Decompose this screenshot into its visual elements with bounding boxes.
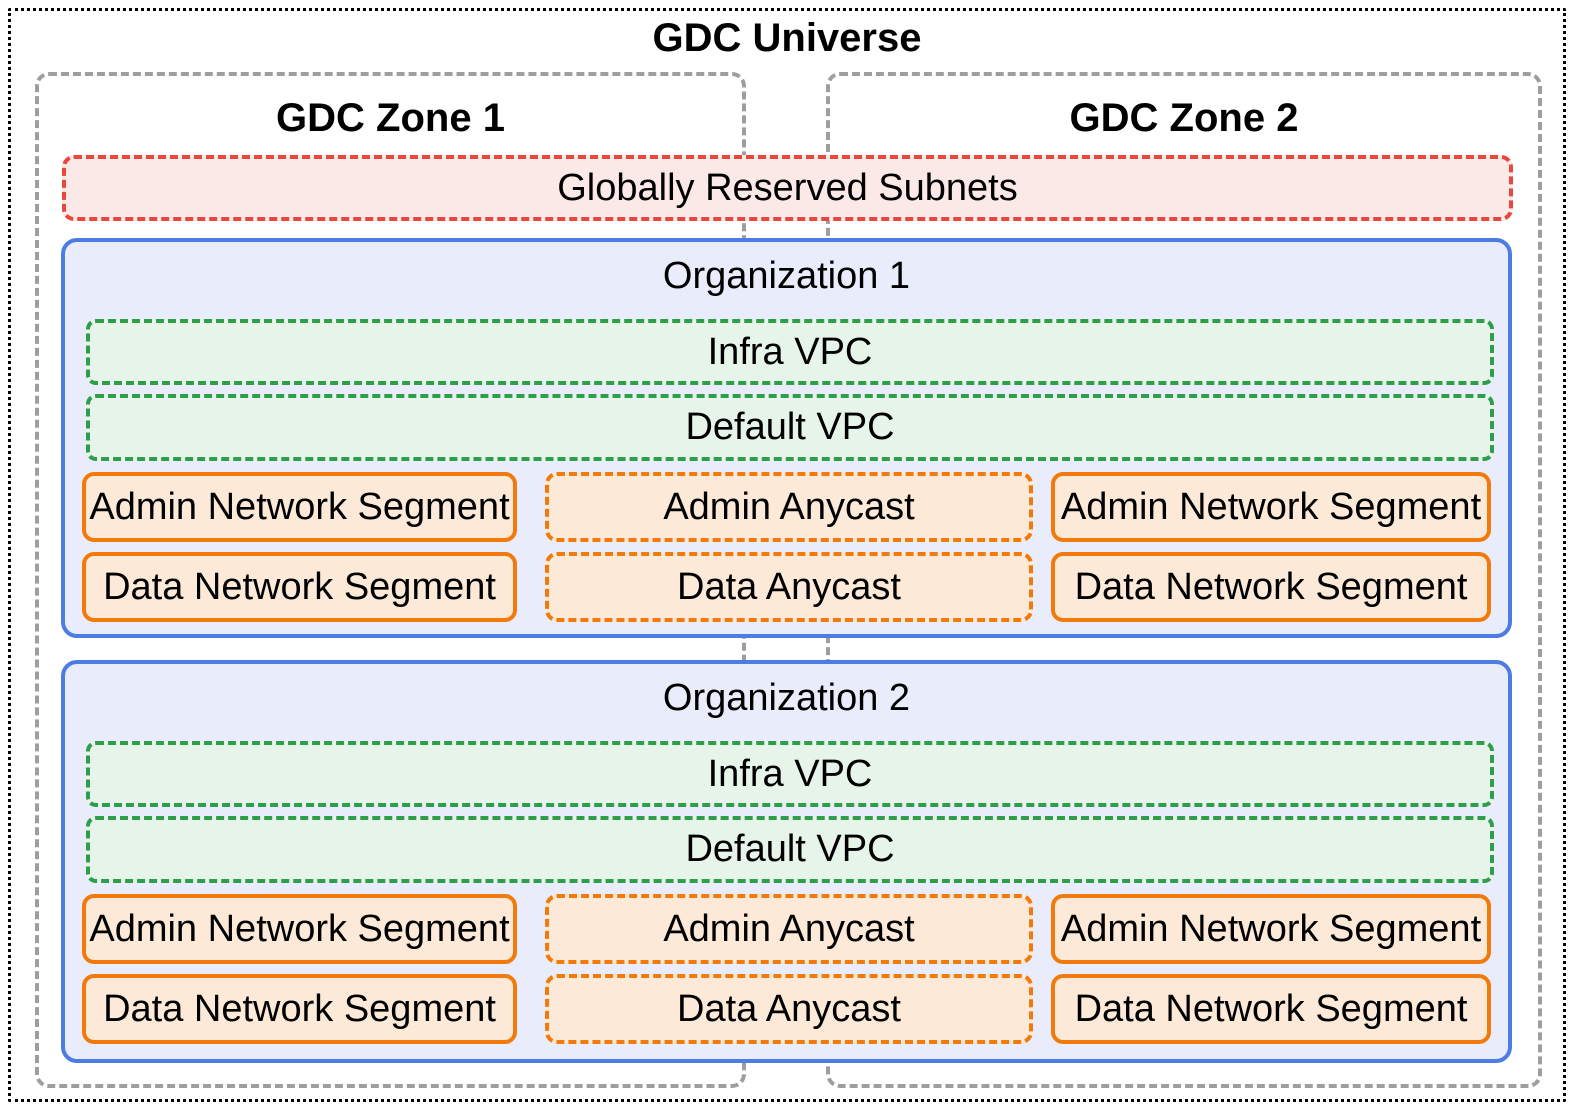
org1-admin-anycast: Admin Anycast	[545, 472, 1033, 542]
gdc-zone-1-title: GDC Zone 1	[276, 96, 505, 140]
org2-infra-vpc-box: Infra VPC	[86, 741, 1494, 807]
org1-default-vpc-box: Default VPC	[86, 394, 1494, 461]
org2-data-anycast: Data Anycast	[545, 974, 1033, 1044]
organization-1-title: Organization 1	[662, 255, 911, 297]
org2-zone2-data-network-segment: Data Network Segment	[1051, 974, 1491, 1044]
globally-reserved-subnets-box: Globally Reserved Subnets	[62, 155, 1513, 221]
universe-title: GDC Universe	[652, 16, 922, 60]
gdc-zone-2-title: GDC Zone 2	[1069, 96, 1299, 140]
organization-1-box: Organization 1 Infra VPC Default VPC Adm…	[61, 238, 1512, 638]
org2-default-vpc-box: Default VPC	[86, 816, 1494, 883]
org2-zone2-admin-network-segment: Admin Network Segment	[1051, 894, 1491, 964]
org1-zone1-data-network-segment: Data Network Segment	[82, 552, 517, 622]
organization-2-title: Organization 2	[662, 677, 911, 719]
org1-zone1-admin-network-segment: Admin Network Segment	[82, 472, 517, 542]
org1-zone2-admin-network-segment: Admin Network Segment	[1051, 472, 1491, 542]
org2-zone1-data-network-segment: Data Network Segment	[82, 974, 517, 1044]
org2-zone1-admin-network-segment: Admin Network Segment	[82, 894, 517, 964]
org2-admin-anycast: Admin Anycast	[545, 894, 1033, 964]
universe-dotted-border	[8, 8, 1566, 1102]
org1-zone2-data-network-segment: Data Network Segment	[1051, 552, 1491, 622]
org1-data-anycast: Data Anycast	[545, 552, 1033, 622]
org1-infra-vpc-box: Infra VPC	[86, 319, 1494, 385]
organization-2-box: Organization 2 Infra VPC Default VPC Adm…	[61, 660, 1512, 1063]
